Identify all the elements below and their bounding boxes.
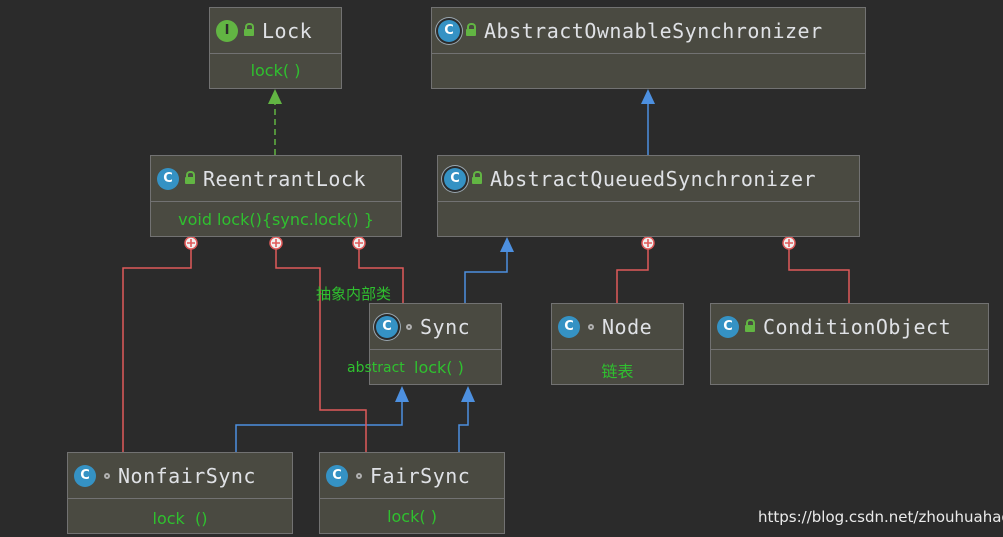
node-fair-title: FairSync (370, 463, 471, 488)
node-aos-members (432, 54, 865, 62)
arrowhead-implements (268, 89, 282, 104)
node-sync-members: lock( ) (370, 350, 501, 377)
node-sync-title: Sync (420, 314, 471, 339)
node-aqs-members (438, 202, 859, 210)
class-icon: C (157, 167, 179, 190)
node-aqs-header: C AbstractQueuedSynchronizer (438, 156, 859, 202)
abstract-class-icon: C (444, 167, 466, 190)
node-fair-members: lock( ) (387, 507, 437, 526)
class-icon: C (717, 315, 739, 338)
public-lock-icon (466, 22, 476, 36)
package-private-icon (588, 323, 594, 330)
node-lock[interactable]: I Lock lock( ) (209, 7, 342, 89)
public-lock-icon (472, 170, 482, 184)
class-icon: C (326, 464, 348, 487)
public-lock-icon (244, 22, 254, 36)
nested-edge-reentrant-sync (358, 249, 404, 303)
extends-edge-nonfair-sync (235, 402, 403, 452)
node-aqs-title: AbstractQueuedSynchronizer (490, 166, 817, 191)
package-private-icon (104, 472, 110, 479)
nested-edge-reentrant-fair (275, 249, 367, 452)
node-nonfair-members: lock () (152, 509, 208, 528)
interface-icon: I (216, 19, 238, 42)
node-sync-method: lock( ) (414, 358, 464, 377)
inner-abstract-class-note: 抽象内部类 (316, 285, 392, 303)
abstract-class-icon: C (438, 19, 460, 42)
node-reentrant-lock[interactable]: C ReentrantLock void lock(){sync.lock() … (150, 155, 402, 237)
node-reentrant-title: ReentrantLock (203, 166, 367, 191)
arrowhead-extends-aos (641, 89, 655, 104)
node-condition-header: C ConditionObject (711, 304, 988, 350)
node-node-members: 链表 (601, 362, 634, 381)
arrowhead-extends-sync-right (461, 386, 475, 402)
node-nonfair-title: NonfairSync (118, 463, 256, 488)
node-abstract-queued-synchronizer[interactable]: C AbstractQueuedSynchronizer (437, 155, 860, 237)
node-sync-header: C Sync (370, 304, 501, 350)
node-aos-header: C AbstractOwnableSynchronizer (432, 8, 865, 54)
node-fair-sync[interactable]: C FairSync lock( ) (319, 452, 505, 534)
class-icon: C (558, 315, 580, 338)
node-lock-members: lock( ) (250, 61, 301, 80)
node-reentrant-header: C ReentrantLock (151, 156, 401, 202)
arrowhead-extends-sync-left (395, 386, 409, 402)
node-condition-object[interactable]: C ConditionObject (710, 303, 989, 385)
arrowhead-extends-aqs (500, 237, 514, 252)
node-condition-members (711, 350, 988, 358)
node-node[interactable]: C Node 链表 (551, 303, 684, 385)
node-fair-header: C FairSync (320, 453, 504, 499)
public-lock-icon (745, 318, 755, 332)
node-node-header: C Node (552, 304, 683, 350)
nested-edge-aqs-node (616, 249, 649, 303)
package-private-icon (406, 323, 412, 330)
node-node-title: Node (602, 314, 653, 339)
node-nonfair-header: C NonfairSync (68, 453, 292, 499)
nested-edge-aqs-condition (788, 249, 850, 303)
node-lock-title: Lock (262, 18, 313, 43)
extends-edge-sync-aqs (464, 252, 508, 303)
nested-markers (184, 236, 796, 250)
abstract-class-icon: C (376, 315, 398, 338)
node-reentrant-members: void lock(){sync.lock() } (178, 210, 374, 229)
public-lock-icon (185, 170, 195, 184)
node-condition-title: ConditionObject (763, 314, 952, 339)
node-nonfair-sync[interactable]: C NonfairSync lock () (67, 452, 293, 534)
node-sync[interactable]: C Sync lock( ) (369, 303, 502, 385)
node-aos-title: AbstractOwnableSynchronizer (484, 18, 823, 43)
abstract-prefix-note: abstract (347, 360, 405, 376)
node-lock-header: I Lock (210, 8, 341, 54)
node-abstract-ownable-synchronizer[interactable]: C AbstractOwnableSynchronizer (431, 7, 866, 89)
package-private-icon (356, 472, 362, 479)
class-icon: C (74, 464, 96, 487)
nested-edge-reentrant-nonfair (122, 249, 192, 452)
watermark-text: https://blog.csdn.net/zhouhuahao (758, 508, 1003, 526)
extends-edge-fair-sync (458, 402, 469, 452)
